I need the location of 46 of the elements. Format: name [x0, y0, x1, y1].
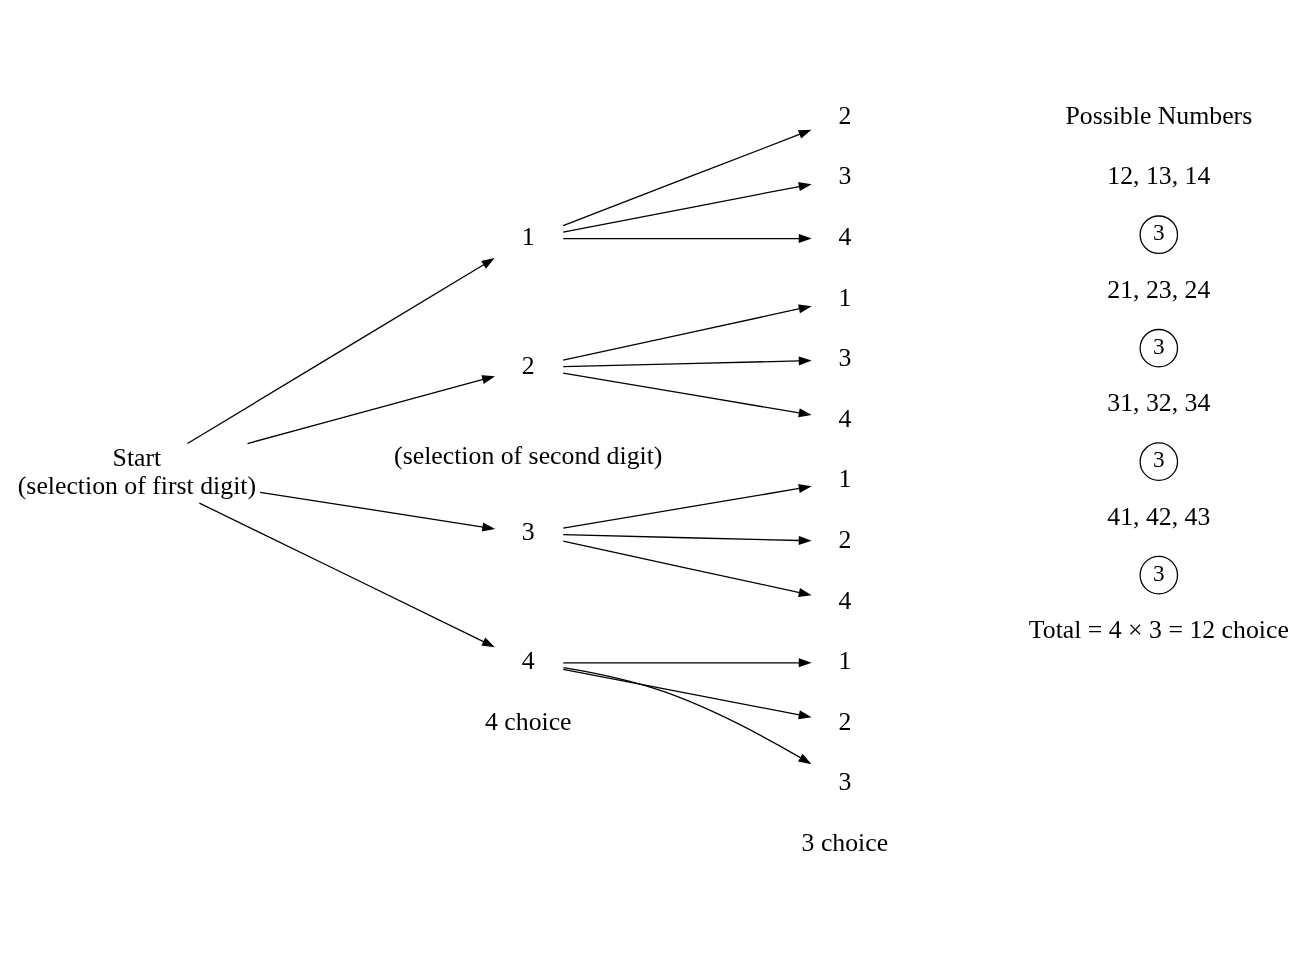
node-text: 4	[521, 645, 535, 675]
arrow	[562, 540, 812, 597]
arrow	[186, 257, 495, 444]
node-text: 3	[838, 766, 852, 796]
node-text: 3	[521, 516, 535, 546]
node-text: Start (selection of first digit)	[17, 442, 257, 500]
node-text: 3	[838, 160, 852, 190]
node-text: 2	[838, 706, 852, 736]
node-circle: 3	[1139, 441, 1179, 481]
label: (selection of second digit)	[394, 440, 663, 470]
arrow	[198, 501, 495, 647]
node-text: 1	[521, 221, 535, 251]
label: 31, 32, 34	[1107, 387, 1211, 417]
label: 3 choice	[801, 827, 889, 857]
arrow	[562, 233, 812, 243]
node-text: 3	[838, 342, 852, 372]
arrow	[562, 483, 812, 529]
node-text: 2	[838, 524, 852, 554]
node-text: 4	[838, 221, 852, 251]
arrow	[562, 668, 812, 719]
arrow	[259, 491, 496, 531]
arrow	[246, 374, 496, 444]
node-text: 2	[521, 350, 535, 380]
node-text: 2	[838, 100, 852, 130]
label: 21, 23, 24	[1107, 274, 1211, 304]
node-text: 1	[838, 645, 852, 675]
node-text: 1	[838, 282, 852, 312]
arrow	[562, 533, 812, 545]
arrow	[562, 181, 812, 233]
node-circle: 3	[1139, 555, 1179, 594]
arrow	[562, 129, 812, 226]
arrow	[562, 303, 812, 361]
label: 4 choice	[485, 706, 572, 736]
arrow	[562, 355, 812, 367]
node-text: 4	[838, 585, 852, 615]
node-text: 4	[838, 403, 852, 433]
node-circle: 3	[1139, 214, 1179, 254]
node-text: 1	[838, 463, 852, 493]
node-circle: 3	[1139, 328, 1179, 368]
arrow	[562, 657, 812, 667]
label: 12, 13, 14	[1107, 160, 1211, 190]
arrow	[562, 666, 812, 764]
label: Possible Numbers	[1065, 100, 1253, 130]
label: 41, 42, 43	[1107, 501, 1211, 531]
label: Total = 4 × 3 = 12 choice	[1028, 614, 1289, 644]
arrow	[562, 372, 812, 417]
